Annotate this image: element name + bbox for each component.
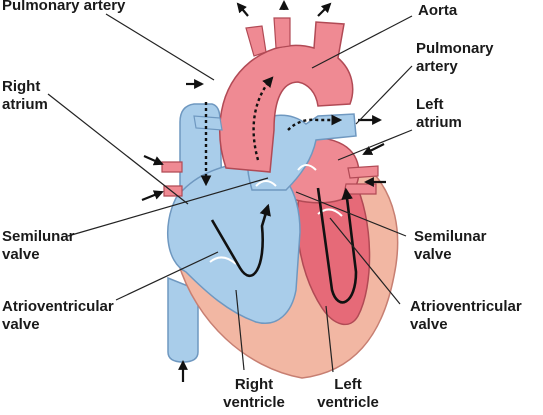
flow-pulmonary bbox=[287, 114, 343, 131]
label-right-atrium: Right atrium bbox=[2, 78, 48, 114]
label-line: valve bbox=[414, 246, 452, 263]
label-line: ventricle bbox=[317, 394, 379, 411]
label-right-ventricle: Right ventricle bbox=[214, 376, 294, 412]
label-left-atrium: Left atrium bbox=[416, 96, 462, 132]
aortic-branches bbox=[245, 17, 291, 57]
label-atrioventricular-valve-right: Atrioventricular valve bbox=[410, 298, 522, 334]
label-line: Semilunar bbox=[2, 228, 75, 245]
label-semilunar-valve-right: Semilunar valve bbox=[414, 228, 487, 264]
label-atrioventricular-valve-left: Atrioventricular valve bbox=[2, 298, 114, 334]
label-semilunar-valve-left: Semilunar valve bbox=[2, 228, 75, 264]
label-line: valve bbox=[410, 316, 448, 333]
label-line: atrium bbox=[2, 96, 48, 113]
label-line: Atrioventricular bbox=[2, 298, 114, 315]
label-line: valve bbox=[2, 246, 40, 263]
label-aorta: Aorta bbox=[418, 2, 458, 19]
label-left-ventricle: Left ventricle bbox=[308, 376, 388, 412]
arrow-annotations bbox=[141, 0, 386, 382]
label-line: Semilunar bbox=[414, 228, 487, 245]
right-pulmonary-artery bbox=[193, 115, 223, 131]
label-line: artery bbox=[416, 58, 458, 75]
label-line: Left bbox=[334, 376, 362, 393]
leader-lines bbox=[47, 13, 413, 373]
flow-left-heart bbox=[316, 187, 358, 304]
label-line: Pulmonary bbox=[416, 40, 494, 57]
label-pulmonary-artery-right: Pulmonary artery bbox=[416, 40, 494, 76]
label-line: Right bbox=[2, 78, 41, 95]
label-line: Right bbox=[234, 376, 274, 393]
flow-right-heart bbox=[210, 203, 271, 277]
label-pulmonary-artery-top: Pulmonary artery bbox=[2, 0, 126, 14]
valve-leaflets bbox=[209, 164, 343, 265]
label-line: Atrioventricular bbox=[410, 298, 522, 315]
label-line: atrium bbox=[416, 114, 462, 131]
label-line: Left bbox=[416, 96, 444, 113]
flow-aorta bbox=[252, 76, 274, 161]
label-line: ventricle bbox=[223, 394, 285, 411]
label-line: valve bbox=[2, 316, 40, 333]
